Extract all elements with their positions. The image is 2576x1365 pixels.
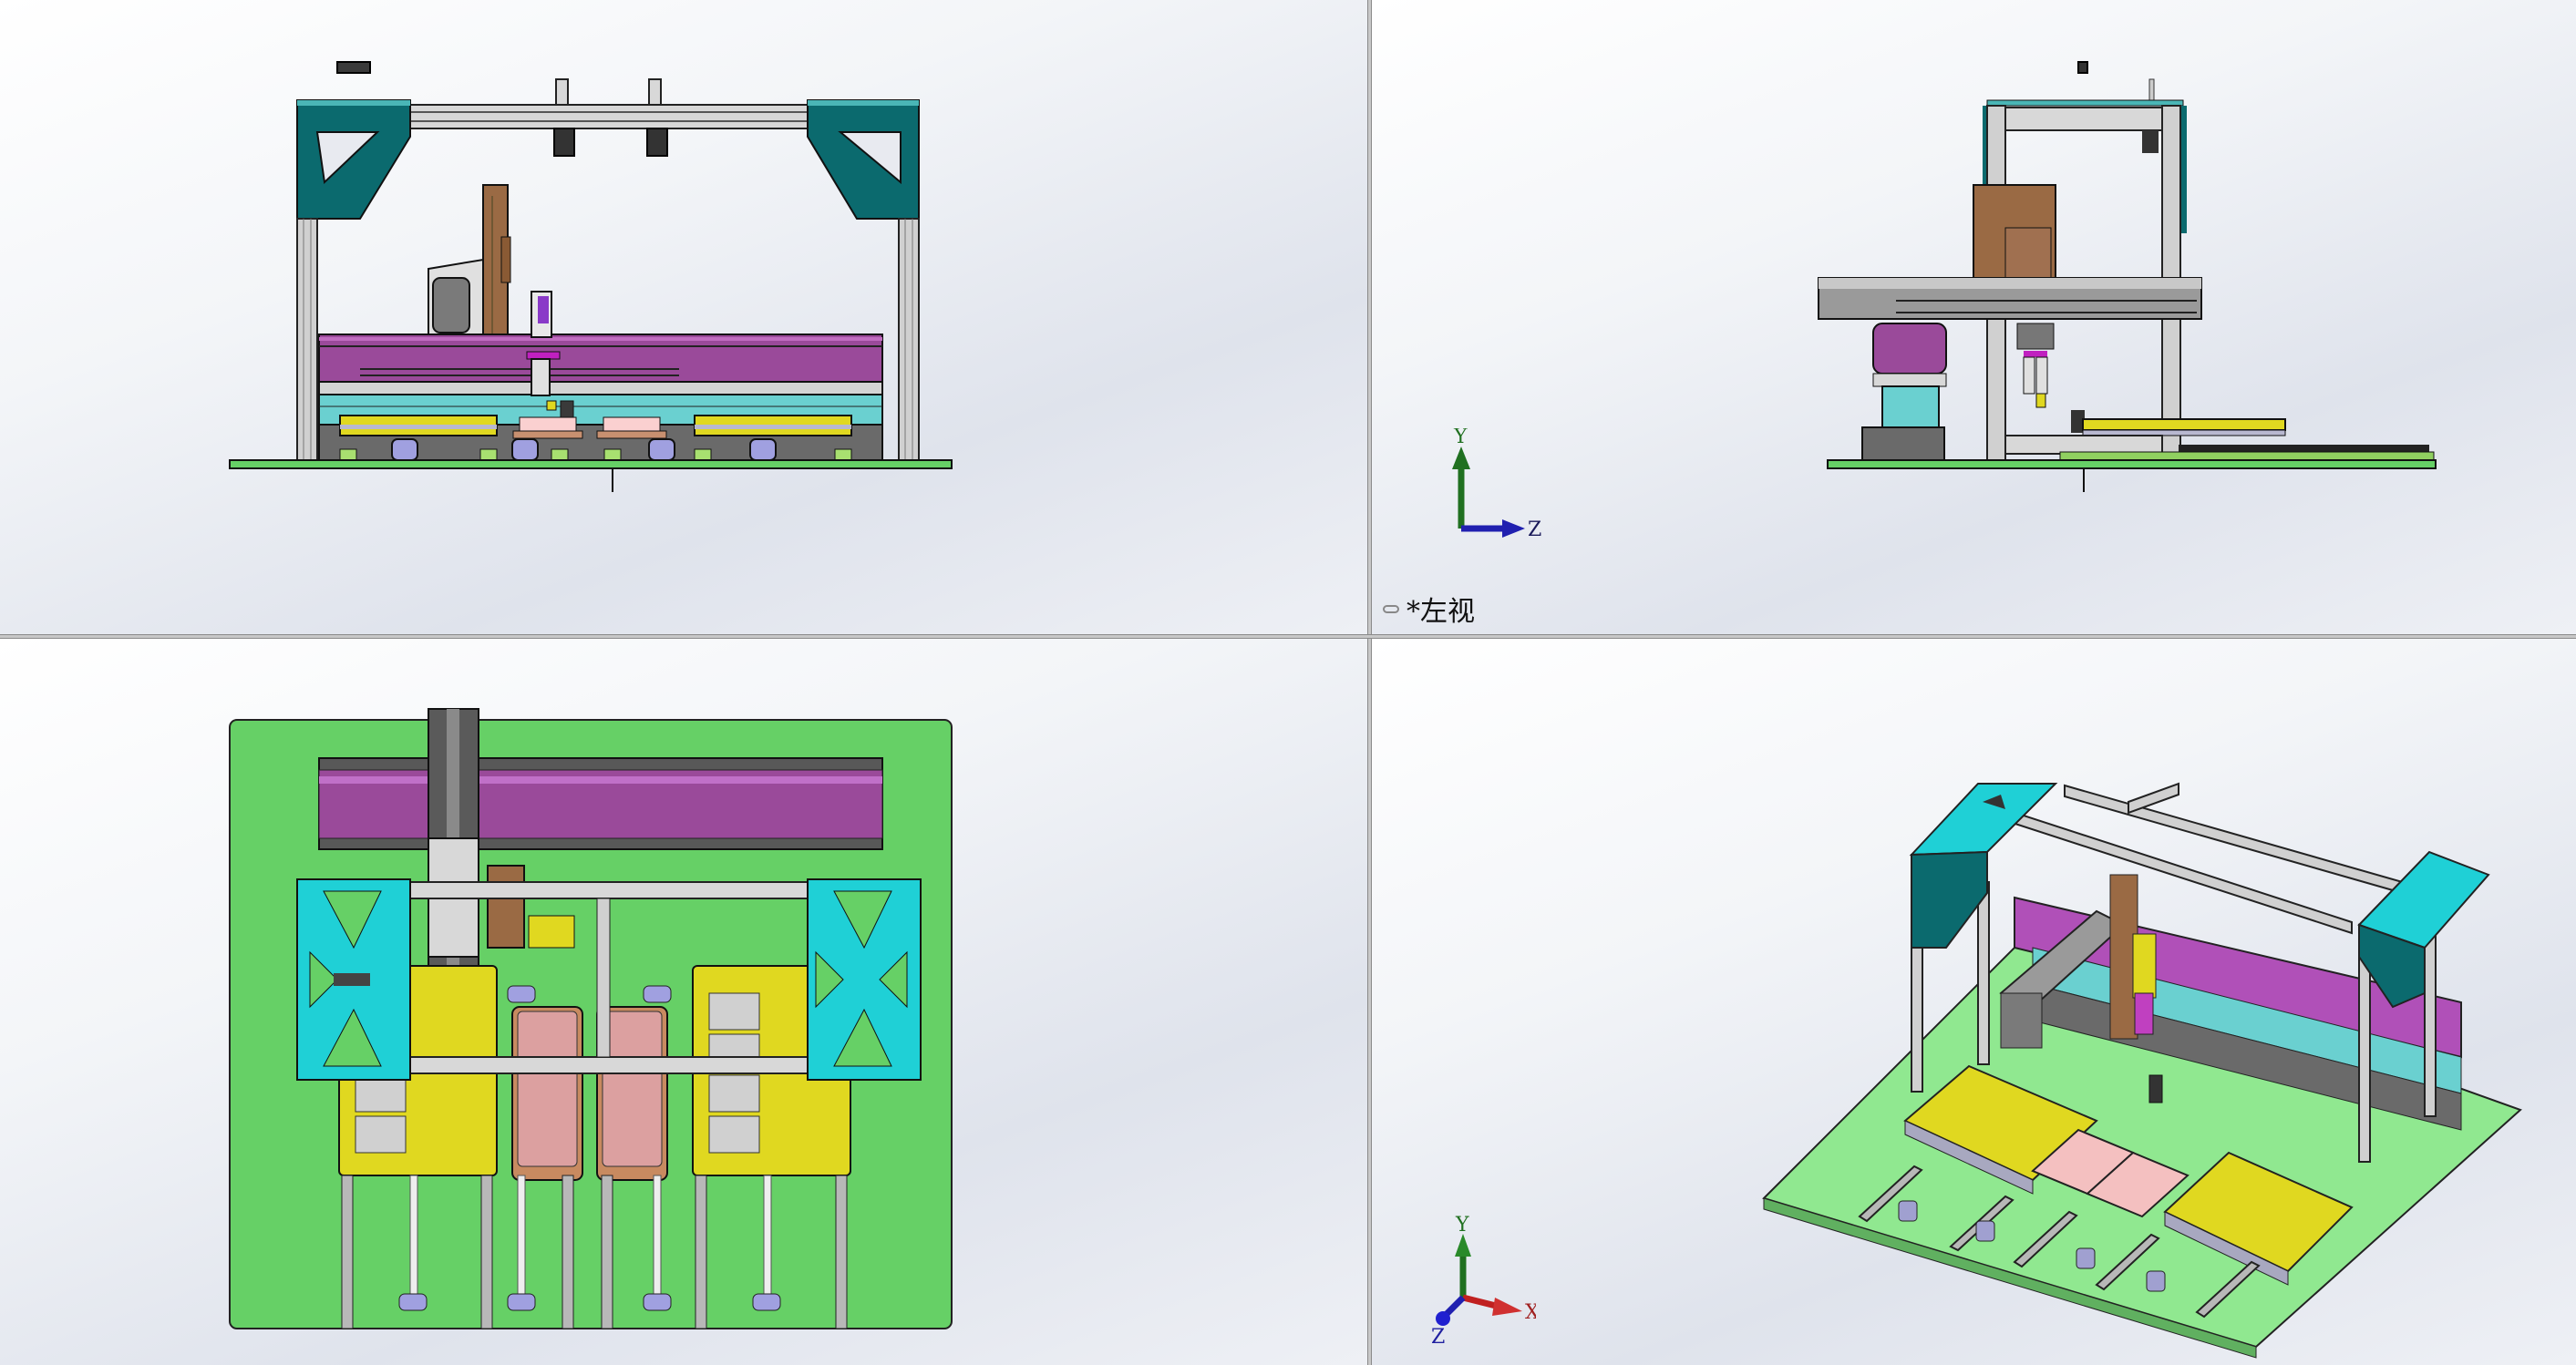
z-axis-icon (1442, 1295, 1466, 1319)
viewport-left[interactable]: Y Z *左视 (1372, 0, 2576, 634)
left-view-model[interactable] (1372, 0, 2576, 634)
svg-text:Y: Y (1455, 1214, 1469, 1237)
axis-triad-left: Y Z (1452, 428, 1541, 541)
svg-text:Z: Z (1431, 1326, 1445, 1348)
viewport-splitter-vertical[interactable] (1367, 0, 1372, 1365)
viewport-top[interactable] (0, 639, 1367, 1365)
svg-text:Y: Y (1453, 428, 1468, 448)
front-view-model[interactable] (0, 0, 1367, 634)
viewport-splitter-horizontal[interactable] (0, 634, 2576, 639)
axis-triad-iso: Y X Z (1431, 1214, 1536, 1348)
top-view-model[interactable] (0, 639, 1367, 1365)
svg-text:Z: Z (1528, 518, 1541, 541)
link-icon (1383, 604, 1399, 613)
view-name: *左视 (1406, 596, 1475, 628)
viewport-front[interactable] (0, 0, 1367, 634)
svg-text:X: X (1525, 1301, 1536, 1324)
view-label: *左视 (1383, 589, 1475, 629)
isometric-view-model[interactable] (1372, 639, 2576, 1365)
viewport-isometric[interactable]: Y X Z (1372, 639, 2576, 1365)
x-axis-icon (1462, 1294, 1500, 1310)
